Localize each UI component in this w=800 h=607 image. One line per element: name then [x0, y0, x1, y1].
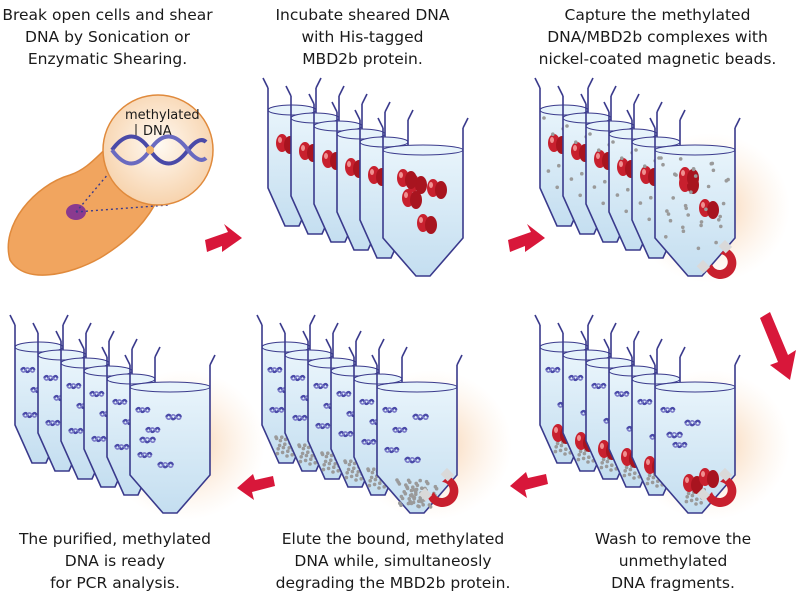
step-6-tubes [9, 314, 265, 520]
dna-callout-circle [102, 94, 214, 206]
callout-label-line1: methylated [125, 108, 200, 123]
step-1-caption: Break open cells and shear DNA by Sonica… [2, 6, 213, 68]
tube [649, 354, 741, 514]
tube [377, 117, 469, 277]
step-4-caption: Wash to remove the unmethylated DNA frag… [594, 530, 752, 592]
step-5-tubes [256, 314, 512, 520]
left-arrow-icon [237, 474, 275, 500]
step-2-caption: Incubate sheared DNA with His-tagged MBD… [275, 6, 450, 68]
magnet-icon [418, 467, 459, 507]
step-5-caption: Elute the bound, methylated DNA while, s… [275, 530, 511, 592]
step-2-tubes [262, 77, 469, 277]
tube [371, 354, 463, 514]
dna-helix-icon [110, 134, 208, 166]
left-arrow-icon [510, 472, 548, 498]
tube [124, 354, 216, 514]
right-arrow-icon [508, 224, 545, 252]
step-6-caption: The purified, methylated DNA is ready fo… [18, 530, 212, 592]
right-arrow-icon [205, 224, 242, 252]
down-arrow-icon [760, 312, 796, 380]
step-3-caption: Capture the methylated DNA/MBD2b complex… [538, 6, 777, 68]
step-4-tubes [534, 314, 790, 520]
tube [649, 117, 741, 277]
step-3-tubes [534, 77, 790, 283]
magnet-icon [696, 467, 737, 507]
magnet-icon [696, 239, 737, 279]
cell-illustration: methylated DNA [7, 94, 214, 276]
